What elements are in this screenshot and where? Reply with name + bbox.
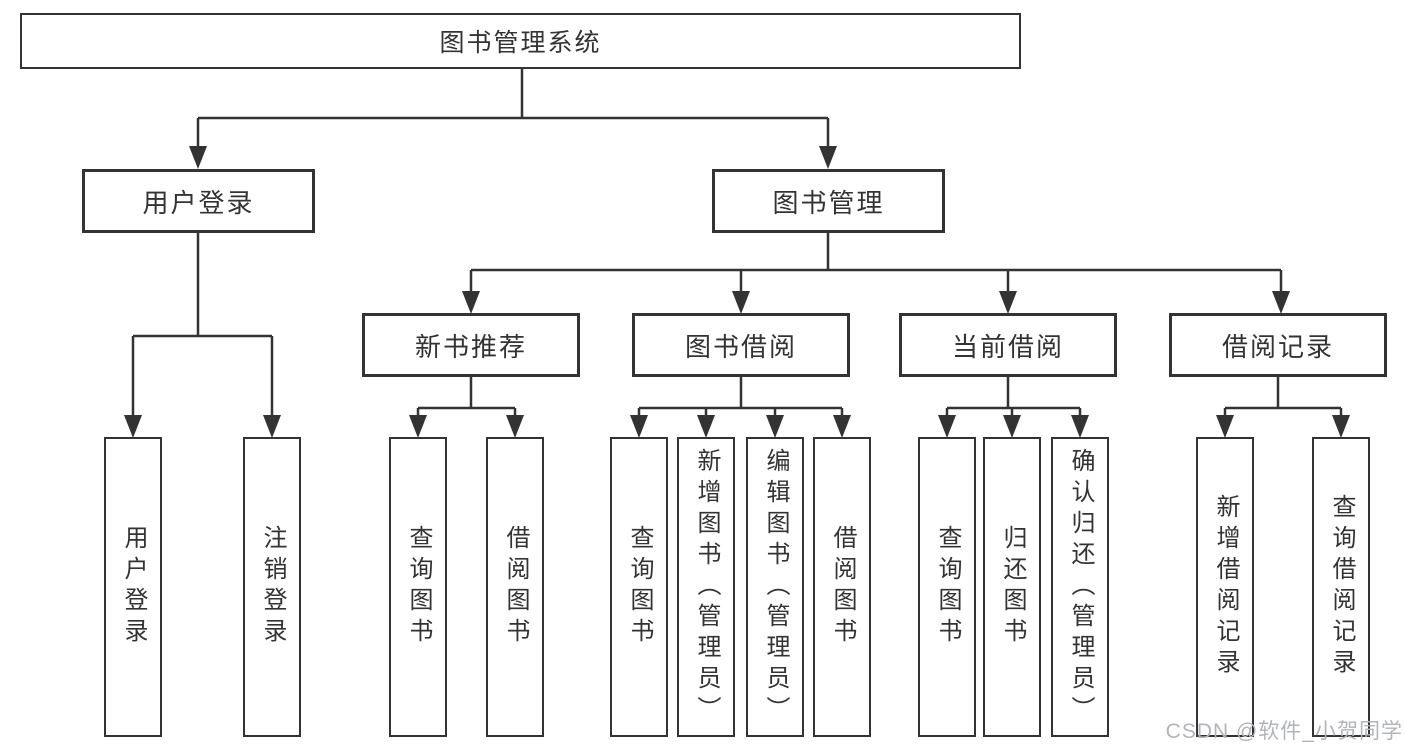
arrow-down-icon — [766, 415, 784, 438]
node-borrow-records: 借阅记录 — [1169, 313, 1387, 377]
node-label: 用户登录 — [142, 187, 255, 218]
arrow-down-icon — [999, 291, 1017, 314]
leaf-query-books-recommend: 查询图书 — [389, 437, 447, 737]
node-label: 图书借阅 — [684, 331, 797, 362]
node-user-login-branch: 用户登录 — [82, 169, 315, 233]
leaf-confirm-return-admin: 确认归还（管理员） — [1051, 437, 1109, 737]
node-label: 新书推荐 — [414, 331, 527, 362]
node-current-borrow: 当前借阅 — [899, 313, 1117, 377]
leaf-edit-books-admin: 编辑图书（管理员） — [746, 437, 804, 737]
leaf-borrow-books: 借阅图书 — [813, 437, 871, 737]
node-label: 用户登录 — [120, 525, 147, 649]
arrow-down-icon — [189, 146, 207, 169]
node-label: 查询图书 — [405, 525, 432, 649]
node-label: 编辑图书（管理员） — [762, 447, 789, 727]
node-label: 图书管理 — [772, 187, 885, 218]
arrow-down-icon — [1272, 291, 1290, 314]
node-label: 确认归还（管理员） — [1067, 447, 1094, 727]
arrow-down-icon — [938, 415, 956, 438]
leaf-query-books-borrow: 查询图书 — [610, 437, 668, 737]
node-label: 新增借阅记录 — [1212, 494, 1239, 680]
arrow-down-icon — [263, 415, 281, 438]
arrow-down-icon — [409, 415, 427, 438]
node-label: 注销登录 — [259, 525, 286, 649]
node-label: 借阅记录 — [1221, 331, 1334, 362]
leaf-user-login: 用户登录 — [104, 437, 162, 737]
node-label: 查询图书 — [626, 525, 653, 649]
arrow-down-icon — [1332, 415, 1350, 438]
node-book-borrow: 图书借阅 — [632, 313, 850, 377]
node-label: 借阅图书 — [502, 525, 529, 649]
leaf-logout: 注销登录 — [243, 437, 301, 737]
arrow-down-icon — [1216, 415, 1234, 438]
node-book-management-branch: 图书管理 — [712, 169, 945, 233]
leaf-add-borrow-record: 新增借阅记录 — [1196, 437, 1254, 737]
leaf-query-books-current: 查询图书 — [918, 437, 976, 737]
leaf-return-books: 归还图书 — [983, 437, 1041, 737]
node-label: 当前借阅 — [951, 331, 1064, 362]
arrow-down-icon — [1003, 415, 1021, 438]
arrow-down-icon — [1071, 415, 1089, 438]
arrow-down-icon — [630, 415, 648, 438]
node-system-root: 图书管理系统 — [20, 13, 1021, 69]
arrow-down-icon — [462, 291, 480, 314]
arrow-down-icon — [732, 291, 750, 314]
node-label: 图书管理系统 — [439, 29, 602, 57]
leaf-borrow-books-recommend: 借阅图书 — [486, 437, 544, 737]
leaf-add-books-admin: 新增图书（管理员） — [677, 437, 735, 737]
node-new-book-recommend: 新书推荐 — [362, 313, 580, 377]
arrow-down-icon — [819, 146, 837, 169]
arrow-down-icon — [506, 415, 524, 438]
leaf-query-borrow-record: 查询借阅记录 — [1312, 437, 1370, 737]
arrow-down-icon — [697, 415, 715, 438]
connector-paths — [131, 67, 1343, 420]
node-label: 查询图书 — [934, 525, 961, 649]
node-label: 归还图书 — [999, 525, 1026, 649]
node-label: 新增图书（管理员） — [693, 447, 720, 727]
arrow-down-icon — [833, 415, 851, 438]
node-label: 借阅图书 — [829, 525, 856, 649]
node-label: 查询借阅记录 — [1328, 494, 1355, 680]
arrow-down-icon — [124, 415, 142, 438]
csdn-watermark: CSDN @软件_小贺同学 — [1165, 720, 1403, 743]
arrowheads — [124, 146, 1350, 438]
